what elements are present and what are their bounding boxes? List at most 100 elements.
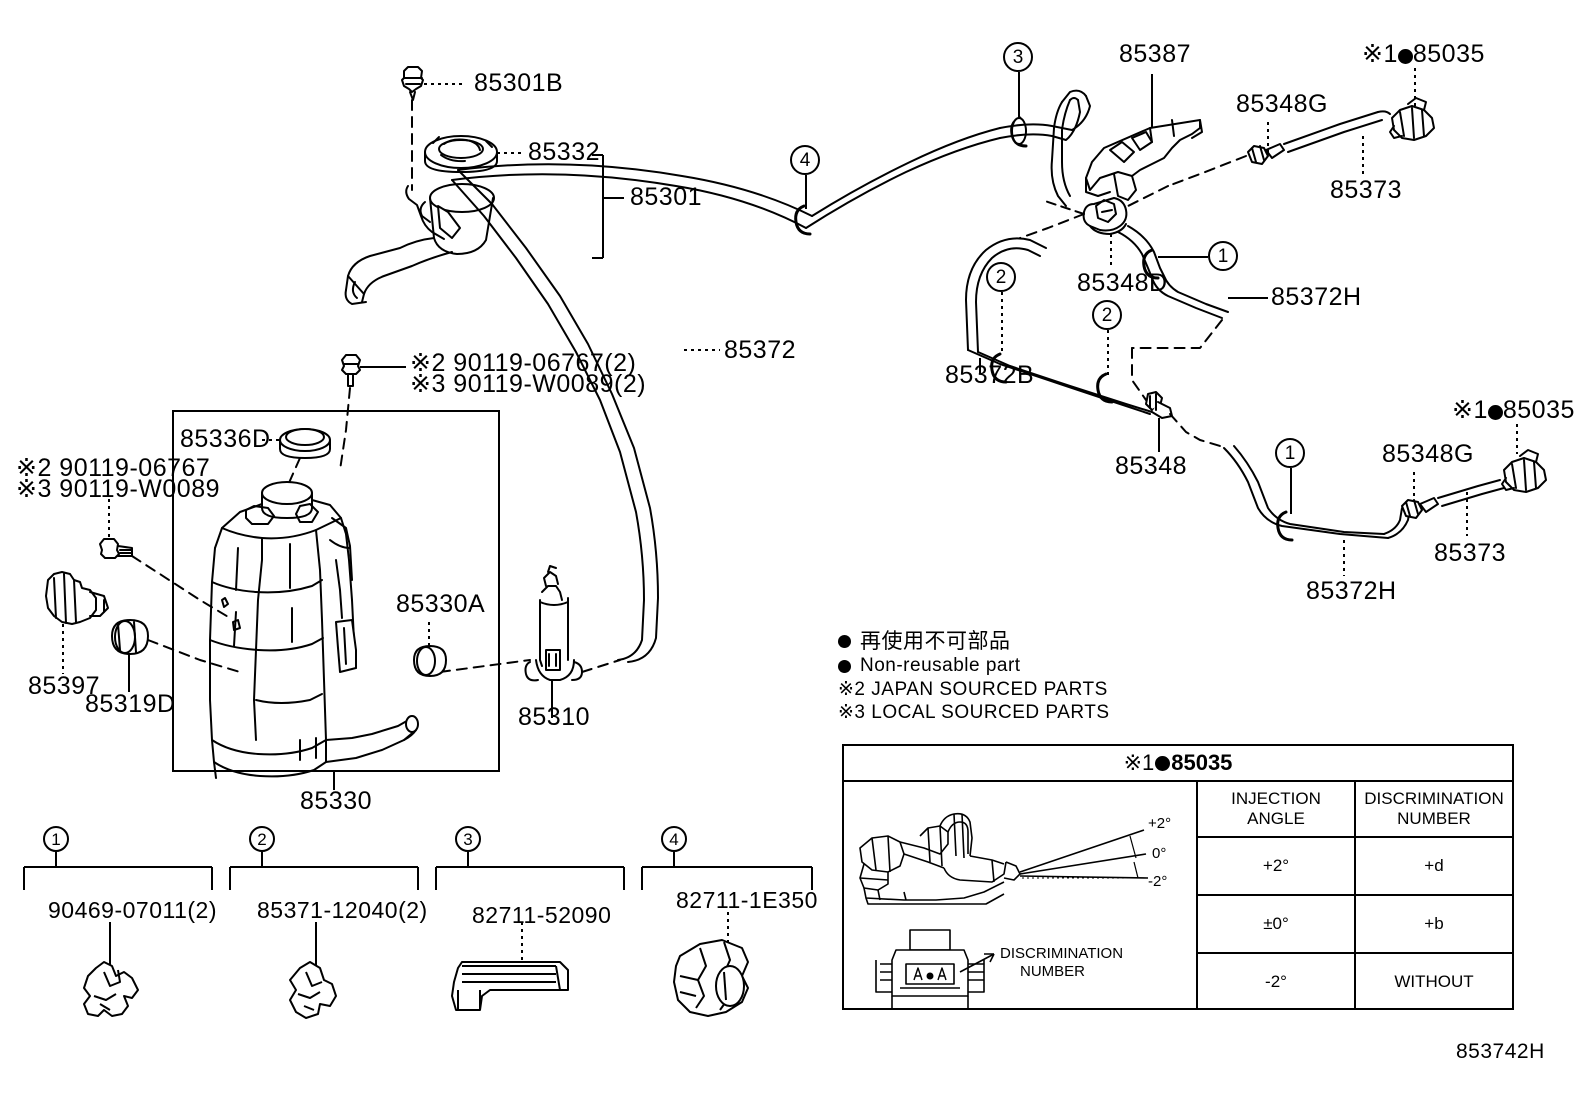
spec-title-part: 85035 bbox=[1171, 750, 1233, 775]
callout-marker-4[interactable]: 4 bbox=[790, 145, 820, 175]
label-85330A: 85330A bbox=[396, 590, 486, 618]
legend-japanese: 再使用不可部品 bbox=[860, 629, 1011, 653]
part-85348G-top-shape bbox=[1248, 144, 1284, 164]
spec-table-title: ※1 85035 bbox=[844, 746, 1512, 782]
index-part-2-shape bbox=[290, 962, 336, 1018]
leader-85372B bbox=[979, 358, 981, 374]
spec-title-dot bbox=[1155, 755, 1171, 771]
leader-85332 bbox=[497, 152, 522, 154]
callout-marker-3[interactable]: 3 bbox=[1003, 42, 1033, 72]
index-part-4-shape bbox=[674, 940, 748, 1016]
spec-table-row: +2° +d bbox=[1198, 838, 1512, 896]
legend-note-local-sourced: ※3 LOCAL SOURCED PARTS bbox=[838, 701, 1110, 723]
label-85372H-bottom: 85372H bbox=[1306, 577, 1397, 605]
part-85310-shape bbox=[526, 566, 583, 690]
leader-85372 bbox=[684, 349, 720, 351]
label-85035-bottom: ※1 85035 bbox=[1452, 396, 1575, 425]
label-85035-top-number: 85035 bbox=[1412, 40, 1485, 68]
index-circle-1[interactable]: 1 bbox=[43, 826, 69, 852]
label-85373-bottom: 85373 bbox=[1434, 539, 1507, 567]
label-85348: 85348 bbox=[1115, 452, 1188, 480]
spec-header-discrimination-number-l2: NUMBER bbox=[1397, 809, 1471, 828]
leader-85330A bbox=[428, 622, 430, 648]
leader-callout-4 bbox=[805, 175, 807, 209]
spec-cell-number: +b bbox=[1424, 914, 1444, 934]
label-85387: 85387 bbox=[1119, 40, 1192, 68]
label-90119-left-j3: ※3 90119-W0089 bbox=[16, 475, 220, 503]
part-85348D-shape bbox=[1084, 198, 1127, 234]
index-part-number-4: 82711-1E350 bbox=[676, 887, 818, 913]
label-85373-top: 85373 bbox=[1330, 176, 1403, 204]
spec-header-injection-angle-l2: ANGLE bbox=[1247, 809, 1305, 828]
label-85035-bottom-number: 85035 bbox=[1502, 396, 1575, 424]
spec-illustration: +2° 0° -2° bbox=[844, 782, 1198, 1010]
leader-85372H-bottom bbox=[1343, 540, 1345, 576]
leader-callout-1-top bbox=[1158, 256, 1208, 258]
leader-callout-1-bottom bbox=[1290, 468, 1292, 514]
part-85332-shape bbox=[425, 136, 497, 172]
leader-90119-left bbox=[108, 499, 110, 541]
label-85348G-bottom: 85348G bbox=[1382, 440, 1474, 468]
label-90119-top-j2: ※2 90119-06767(2) bbox=[410, 349, 637, 377]
index-circle-4[interactable]: 4 bbox=[661, 826, 687, 852]
hose-upper-right bbox=[1000, 91, 1090, 206]
label-85336D: 85336D bbox=[180, 425, 271, 453]
leader-85348D bbox=[1110, 234, 1112, 268]
assembly-85330-box bbox=[172, 410, 500, 772]
spec-disc-label-line2: NUMBER bbox=[1020, 963, 1085, 980]
label-85332: 85332 bbox=[528, 138, 601, 166]
leader-85301B bbox=[424, 83, 466, 85]
leader-callout-2-b bbox=[1107, 330, 1109, 376]
spec-cell-number: +d bbox=[1424, 856, 1444, 876]
label-85319D: 85319D bbox=[85, 690, 176, 718]
leader-85336D bbox=[262, 439, 280, 441]
leader-85397 bbox=[62, 624, 64, 674]
label-85372B: 85372B bbox=[945, 361, 1035, 389]
leader-85373-bottom bbox=[1466, 492, 1468, 536]
part-85387-shape bbox=[1086, 120, 1202, 200]
part-85348G-bottom-shape bbox=[1402, 498, 1438, 518]
index-part-1-shape bbox=[84, 962, 138, 1016]
callout-marker-2-b[interactable]: 2 bbox=[1092, 300, 1122, 330]
label-90119-top-j3: ※3 90119-W0089(2) bbox=[410, 370, 647, 398]
spec-illustration-art: +2° 0° -2° bbox=[859, 812, 1171, 1010]
spec-header-injection-angle-l1: INJECTION bbox=[1231, 789, 1321, 809]
label-85372: 85372 bbox=[724, 336, 797, 364]
leader-85035-top bbox=[1414, 68, 1416, 108]
leader-85387 bbox=[1151, 74, 1153, 128]
index-circle-2[interactable]: 2 bbox=[249, 826, 275, 852]
spec-table-row: -2° WITHOUT bbox=[1198, 954, 1512, 1010]
clip-callout-4 bbox=[796, 206, 810, 234]
label-85301B: 85301B bbox=[474, 69, 564, 97]
spec-title-mark: ※1 bbox=[1123, 750, 1155, 775]
part-85301-shape bbox=[346, 184, 494, 304]
label-85372H-top: 85372H bbox=[1271, 283, 1362, 311]
callout-marker-1-bottom[interactable]: 1 bbox=[1275, 438, 1305, 468]
part-85373-bottom-hose bbox=[1438, 480, 1504, 506]
legend-block: 再使用不可部品 Non-reusable part ※2 JAPAN SOURC… bbox=[838, 629, 1110, 724]
mark-japan-sourced-bottom: ※1 bbox=[1452, 396, 1488, 424]
part-90119-bolt-top bbox=[342, 355, 360, 386]
spec-table-row: ±0° +b bbox=[1198, 896, 1512, 954]
clip-callout-2-b bbox=[1098, 374, 1112, 402]
index-part-number-1: 90469-07011(2) bbox=[48, 897, 217, 923]
part-85319D-shape bbox=[112, 620, 148, 654]
callout-marker-2-a[interactable]: 2 bbox=[986, 262, 1016, 292]
index-part-3-shape bbox=[452, 962, 568, 1010]
leader-85319D bbox=[128, 654, 130, 692]
index-circle-3[interactable]: 3 bbox=[455, 826, 481, 852]
spec-cell-angle: -2° bbox=[1198, 954, 1356, 1010]
leader-callout-3 bbox=[1018, 72, 1020, 118]
spec-cell-number: WITHOUT bbox=[1394, 972, 1474, 992]
diagram-id: 853742H bbox=[1456, 1040, 1545, 1063]
legend-note-japan-sourced: ※2 JAPAN SOURCED PARTS bbox=[838, 678, 1108, 700]
spec-angle-minus-text: -2° bbox=[1148, 873, 1167, 890]
part-90119-bolt-left bbox=[100, 539, 132, 558]
spec-angle-zero-text: 0° bbox=[1152, 845, 1166, 862]
legend-english: Non-reusable part bbox=[860, 655, 1021, 677]
callout-marker-1-top[interactable]: 1 bbox=[1208, 241, 1238, 271]
